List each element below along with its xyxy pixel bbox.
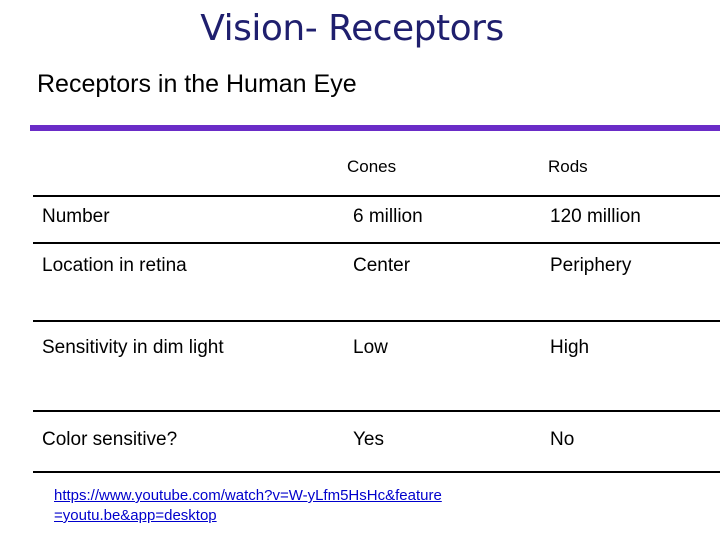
table-rule	[33, 471, 720, 473]
cell-cones-number: 6 million	[353, 206, 423, 227]
row-label-sensitivity: Sensitivity in dim light	[42, 337, 224, 358]
accent-divider	[30, 125, 720, 131]
cell-rods-sensitivity: High	[550, 337, 590, 358]
table-rule	[33, 320, 720, 322]
slide-title: Vision- Receptors	[200, 8, 504, 49]
table-rule	[33, 410, 720, 412]
cell-rods-number: 120 million	[550, 206, 641, 227]
table-rule	[33, 242, 720, 244]
row-label-color: Color sensitive?	[42, 429, 178, 450]
cell-cones-location: Center	[353, 255, 411, 276]
column-header-cones: Cones	[347, 157, 397, 176]
cell-cones-sensitivity: Low	[353, 337, 388, 358]
row-label-location: Location in retina	[42, 255, 187, 276]
row-label-number: Number	[42, 206, 110, 227]
video-link[interactable]: https://www.youtube.com/watch?v=W-yLfm5H…	[54, 487, 442, 524]
cell-rods-color: No	[550, 429, 575, 450]
cell-cones-color: Yes	[353, 429, 384, 450]
table-rule	[33, 195, 720, 197]
slide-subtitle: Receptors in the Human Eye	[37, 70, 357, 98]
column-header-rods: Rods	[548, 157, 588, 176]
cell-rods-location: Periphery	[550, 255, 632, 276]
